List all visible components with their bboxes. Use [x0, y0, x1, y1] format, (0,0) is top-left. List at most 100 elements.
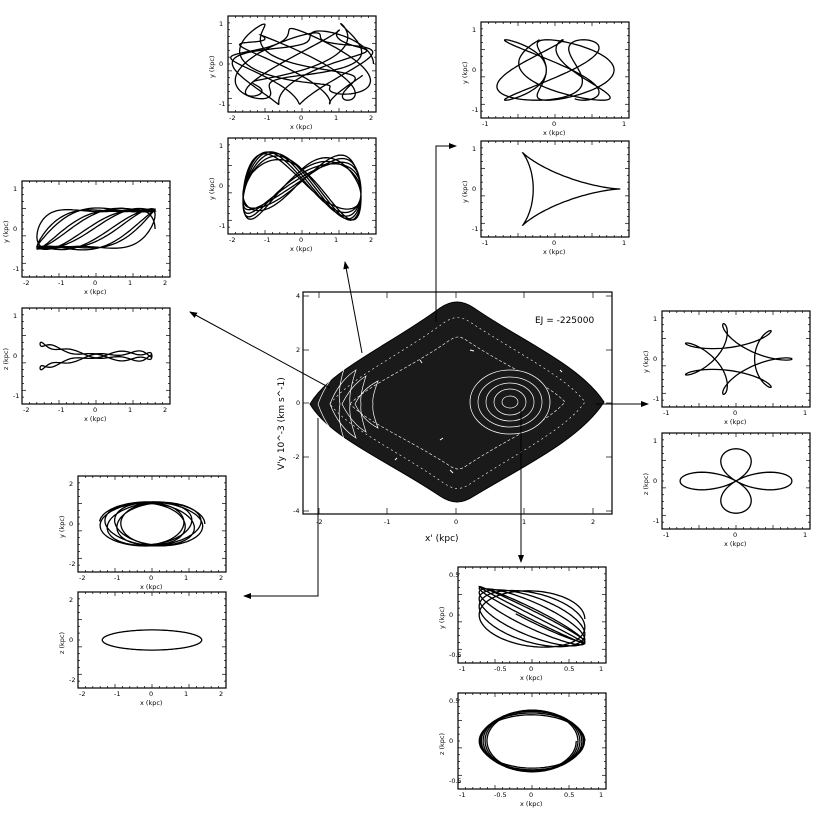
x-axis-label: x (kpc) [543, 129, 565, 137]
y-tick-label: -0.5 [449, 777, 462, 785]
main-ytick-label: 4 [296, 292, 300, 300]
x-tick-label: 0 [149, 690, 153, 698]
orbit-curve [39, 341, 153, 371]
y-tick-label: 1 [653, 315, 657, 323]
y-axis-label: y (kpc) [58, 516, 66, 538]
x-tick-label: -2 [23, 279, 29, 287]
main-ytick-label: 0 [296, 399, 300, 407]
x-tick-label: 1 [128, 279, 132, 287]
x-tick-label: 2 [163, 279, 167, 287]
panel-frame [661, 310, 811, 408]
x-tick-label: 0 [149, 574, 153, 582]
main-ytick-label: 2 [296, 346, 300, 354]
main-y-axis-label: V'y 10^-3 (km s^-1) [277, 377, 287, 470]
y-tick-label: 1 [653, 437, 657, 445]
y-tick-label: -1 [13, 392, 19, 400]
x-tick-label: -0.5 [494, 665, 507, 673]
x-tick-label: 1 [803, 409, 807, 417]
x-tick-label: -0.5 [494, 791, 507, 799]
y-axis-label: y (kpc) [438, 607, 446, 629]
x-tick-label: -1 [663, 409, 669, 417]
y-tick-label: 0.5 [449, 697, 459, 705]
y-tick-label: 0 [219, 60, 223, 68]
x-tick-label: 0 [733, 531, 737, 539]
orbit-curve [230, 23, 375, 105]
x-tick-label: 0 [93, 406, 97, 414]
main-ytick-label: -4 [293, 507, 299, 515]
orbit-curve [496, 39, 615, 101]
y-tick-label: 0 [472, 185, 476, 193]
y-tick-label: 0 [69, 636, 73, 644]
x-tick-label: 2 [219, 690, 223, 698]
orbit-curve [101, 629, 203, 651]
y-tick-label: 1 [219, 142, 223, 150]
panel-frame [480, 140, 630, 238]
x-tick-label: -1 [114, 690, 120, 698]
x-tick-label: 0 [733, 409, 737, 417]
y-tick-label: 1 [13, 312, 17, 320]
orbit-curve [679, 448, 793, 514]
x-tick-label: 0 [93, 279, 97, 287]
x-tick-label: 0.5 [564, 665, 574, 673]
orbit-curve [684, 322, 793, 396]
y-tick-label: 0 [653, 477, 657, 485]
y-tick-label: -1 [653, 517, 659, 525]
y-tick-label: 0 [449, 611, 453, 619]
x-tick-label: -1 [264, 114, 270, 122]
x-tick-label: 0 [299, 114, 303, 122]
y-tick-label: -2 [69, 676, 75, 684]
connector-arrows [189, 143, 649, 599]
x-tick-label: 1 [803, 531, 807, 539]
y-tick-label: 0 [653, 355, 657, 363]
y-axis-label: y (kpc) [2, 221, 10, 243]
main-x-axis-label: x' (kpc) [425, 534, 459, 544]
x-axis-label: x (kpc) [724, 418, 746, 426]
x-tick-label: 0 [299, 236, 303, 244]
orbit-panels: -2 -1 0 1 2 -1 0 1 x (kpc) y (kpc) -2 -1 0 1 2 -1 0 1 x (k… [2, 15, 811, 808]
y-tick-label: -1 [219, 100, 225, 108]
main-xtick-label: 2 [591, 518, 595, 526]
x-tick-label: 2 [219, 574, 223, 582]
x-tick-label: 2 [369, 236, 373, 244]
y-tick-label: 1 [219, 20, 223, 28]
x-tick-label: 1 [184, 690, 188, 698]
y-axis-label: y (kpc) [642, 351, 650, 373]
y-axis-label: z (kpc) [58, 632, 66, 654]
panel-frame [480, 21, 630, 119]
x-tick-label: -2 [79, 574, 85, 582]
y-tick-label: -1 [13, 265, 19, 273]
y-axis-label: z (kpc) [438, 733, 446, 755]
x-tick-label: 1 [334, 236, 338, 244]
x-axis-label: x (kpc) [290, 123, 312, 131]
x-tick-label: -1 [459, 791, 465, 799]
x-axis-label: x (kpc) [520, 800, 542, 808]
x-tick-label: 0 [529, 665, 533, 673]
x-tick-label: 0 [552, 120, 556, 128]
main-xtick-label: 1 [522, 518, 526, 526]
x-tick-label: -1 [482, 239, 488, 247]
x-axis-label: x (kpc) [543, 248, 565, 256]
x-axis-label: x (kpc) [84, 288, 106, 296]
panel-frame [21, 307, 171, 405]
y-axis-label: y (kpc) [208, 178, 216, 200]
y-tick-label: 0 [449, 737, 453, 745]
main-xtick-label: -2 [316, 518, 322, 526]
x-tick-label: 1 [622, 120, 626, 128]
main-xtick-label: -1 [384, 518, 390, 526]
x-tick-label: 1 [184, 574, 188, 582]
x-axis-label: x (kpc) [724, 540, 746, 548]
y-tick-label: 0 [472, 66, 476, 74]
y-tick-label: 0 [13, 352, 17, 360]
y-tick-label: 0 [69, 520, 73, 528]
x-axis-label: x (kpc) [140, 583, 162, 591]
orbit-curve [478, 709, 586, 773]
y-tick-label: -1 [472, 106, 478, 114]
energy-annotation: EJ = -225000 [535, 316, 594, 326]
